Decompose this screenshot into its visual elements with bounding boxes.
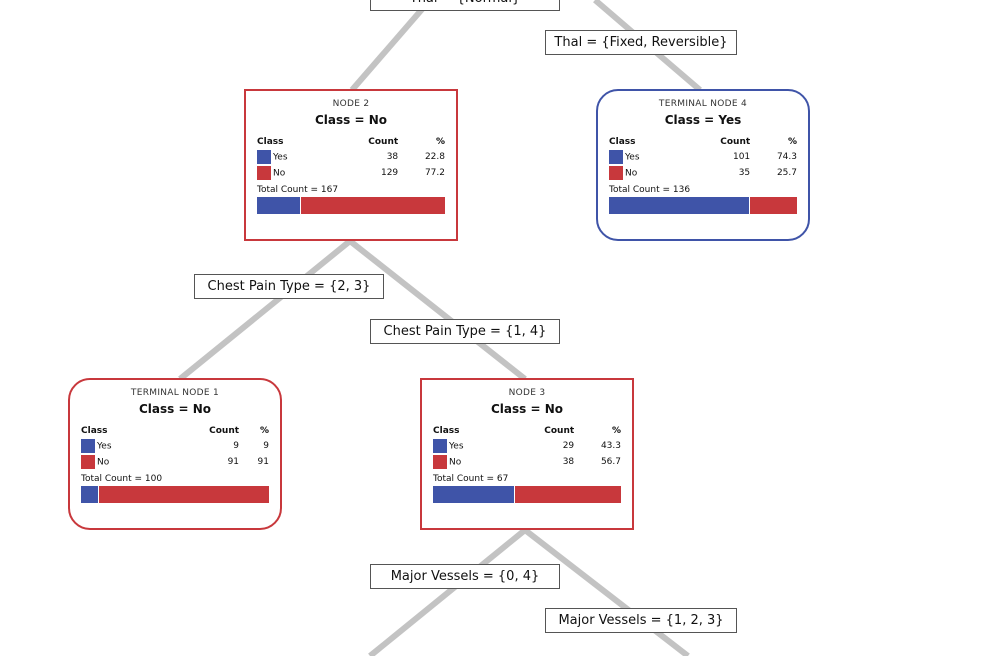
header-count: Count: [544, 426, 575, 436]
row-no: No 35 25.7: [609, 165, 797, 181]
yes-swatch: [81, 439, 95, 453]
bar-no: [515, 486, 621, 503]
yes-label: Yes: [449, 441, 464, 452]
yes-label: Yes: [273, 152, 288, 163]
header-pct: %: [435, 137, 445, 147]
no-swatch: [81, 455, 95, 469]
yes-count: 38: [386, 152, 399, 162]
split-label-chest-pain-1-4: Chest Pain Type = {1, 4}: [370, 319, 560, 344]
header-pct: %: [259, 426, 269, 436]
yes-label: Yes: [97, 441, 112, 452]
node-title: TERMINAL NODE 1: [130, 388, 220, 398]
bar-no: [749, 197, 797, 214]
split-label-vessels-0-4: Major Vessels = {0, 4}: [370, 564, 560, 589]
no-label: No: [449, 457, 462, 468]
row-yes: Yes 9 9: [81, 438, 269, 454]
bar-yes: [433, 486, 516, 503]
total-count: Total Count = 100: [81, 474, 163, 484]
no-count: 35: [738, 168, 751, 178]
no-pct: 25.7: [776, 168, 797, 178]
class-bar: [609, 197, 797, 214]
edge-node2-node1: [178, 238, 352, 382]
terminal-node-4[interactable]: TERMINAL NODE 4 Class = Yes Class Count% …: [596, 89, 810, 241]
bar-yes: [257, 197, 301, 214]
no-count: 129: [380, 168, 399, 178]
split-label-chest-pain-2-3: Chest Pain Type = {2, 3}: [194, 274, 384, 299]
node-class: Class = No: [315, 113, 387, 127]
split-label-thal-normal: Thal = {Normal}: [370, 0, 560, 11]
total-count: Total Count = 167: [257, 185, 339, 195]
row-yes: Yes 38 22.8: [257, 149, 445, 165]
no-swatch: [609, 166, 623, 180]
node-title: TERMINAL NODE 4: [658, 99, 748, 109]
node-class: Class = Yes: [664, 113, 742, 127]
terminal-node-1[interactable]: TERMINAL NODE 1 Class = No Class Count% Y…: [68, 378, 282, 530]
class-bar: [433, 486, 621, 503]
yes-swatch: [257, 150, 271, 164]
class-table: Class Count% Yes 9 9 No 91 91: [81, 426, 269, 470]
yes-pct: 43.3: [600, 441, 621, 451]
no-swatch: [257, 166, 271, 180]
yes-pct: 9: [263, 441, 269, 451]
no-pct: 56.7: [600, 457, 621, 467]
node-class: Class = No: [139, 402, 211, 416]
header-class: Class: [81, 426, 108, 436]
edge-node3-right: [523, 527, 690, 656]
bar-no: [300, 197, 445, 214]
yes-swatch: [609, 150, 623, 164]
node-title: NODE 2: [332, 99, 370, 109]
edge-node2-node3: [348, 238, 527, 382]
edge-root-node2: [349, 0, 433, 92]
row-no: No 129 77.2: [257, 165, 445, 181]
header-count: Count: [209, 426, 240, 436]
header-class: Class: [257, 137, 284, 147]
class-bar: [81, 486, 269, 503]
no-pct: 91: [257, 457, 269, 467]
row-yes: Yes 101 74.3: [609, 149, 797, 165]
node-title: NODE 3: [508, 388, 546, 398]
total-count: Total Count = 67: [433, 474, 509, 484]
no-count: 91: [227, 457, 240, 467]
header-pct: %: [611, 426, 621, 436]
row-no: No 38 56.7: [433, 454, 621, 470]
total-count: Total Count = 136: [609, 185, 691, 195]
edge-node3-left: [368, 527, 527, 656]
no-label: No: [273, 168, 286, 179]
no-swatch: [433, 455, 447, 469]
node-2[interactable]: NODE 2 Class = No Class Count% Yes 38 22.8 …: [244, 89, 458, 241]
bar-no: [98, 486, 269, 503]
header-class: Class: [433, 426, 460, 436]
no-label: No: [97, 457, 110, 468]
split-label-thal-fixed-reversible: Thal = {Fixed, Reversible}: [545, 30, 737, 55]
header-pct: %: [787, 137, 797, 147]
class-table: Class Count% Yes 29 43.3 No 38 56.7: [433, 426, 621, 470]
bar-yes: [609, 197, 750, 214]
yes-label: Yes: [625, 152, 640, 163]
yes-pct: 22.8: [424, 152, 445, 162]
header-count: Count: [368, 137, 399, 147]
row-yes: Yes 29 43.3: [433, 438, 621, 454]
no-label: No: [625, 168, 638, 179]
no-count: 38: [562, 457, 575, 467]
class-bar: [257, 197, 445, 214]
yes-count: 101: [732, 152, 751, 162]
row-no: No 91 91: [81, 454, 269, 470]
header-count: Count: [720, 137, 751, 147]
yes-count: 9: [233, 441, 240, 451]
header-class: Class: [609, 137, 636, 147]
node-3[interactable]: NODE 3 Class = No Class Count% Yes 29 43.3 …: [420, 378, 634, 530]
yes-pct: 74.3: [776, 152, 797, 162]
yes-swatch: [433, 439, 447, 453]
no-pct: 77.2: [424, 168, 445, 178]
class-table: Class Count% Yes 101 74.3 No 35 25.7: [609, 137, 797, 181]
yes-count: 29: [562, 441, 575, 451]
split-label-vessels-1-2-3: Major Vessels = {1, 2, 3}: [545, 608, 737, 633]
class-table: Class Count% Yes 38 22.8 No 129 77.2: [257, 137, 445, 181]
bar-yes: [81, 486, 99, 503]
node-class: Class = No: [491, 402, 563, 416]
